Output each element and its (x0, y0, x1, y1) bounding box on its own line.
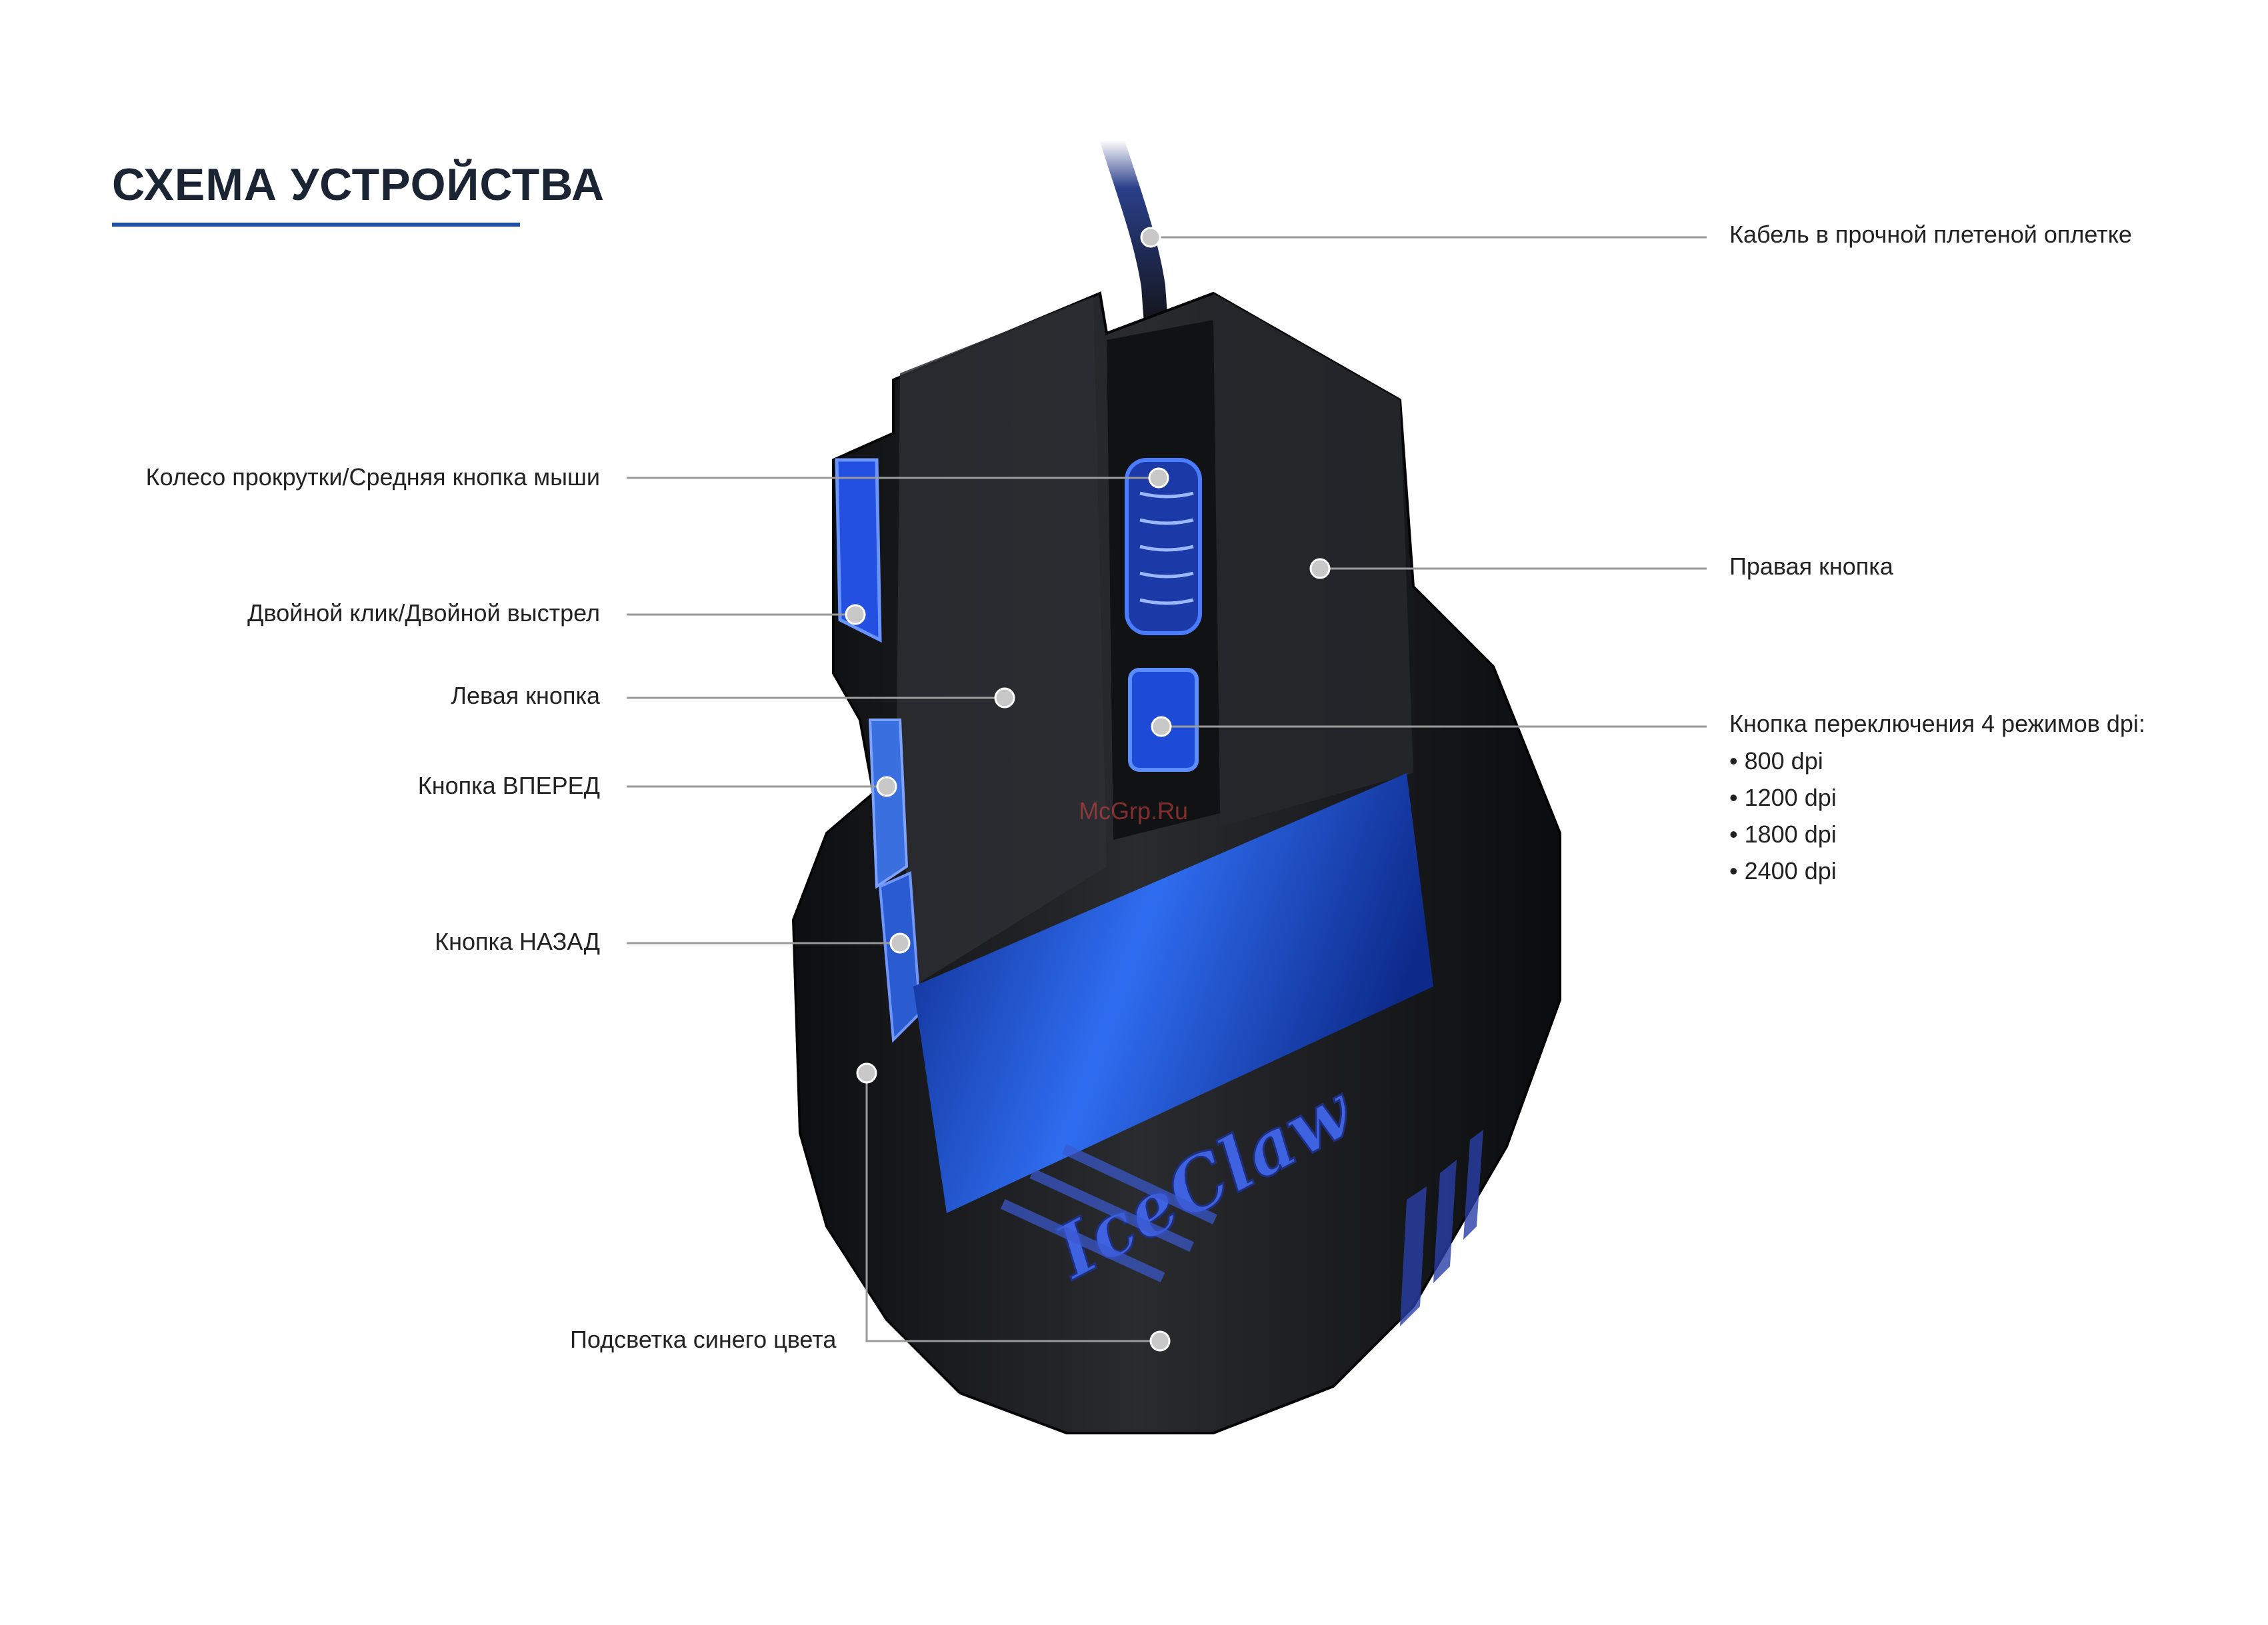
dot-double (846, 605, 865, 624)
dpi-mode-item: 1200 dpi (1729, 779, 1837, 816)
dpi-mode-item: 800 dpi (1729, 743, 1837, 779)
left-button-shape (897, 297, 1107, 986)
label-cable: Кабель в прочной плетеной оплетке (1729, 220, 2132, 249)
dpi-mode-item: 1800 dpi (1729, 816, 1837, 852)
dot-left (995, 689, 1014, 707)
dot-back (891, 934, 909, 952)
label-forward-button: Кнопка ВПЕРЕД (418, 771, 600, 801)
label-double-click: Двойной клик/Двойной выстрел (247, 599, 600, 628)
dpi-mode-list: 800 dpi 1200 dpi 1800 dpi 2400 dpi (1729, 743, 1837, 889)
dpi-mode-item: 2400 dpi (1729, 852, 1837, 889)
dot-side-light (857, 1064, 876, 1082)
label-dpi-button: Кнопка переключения 4 режимов dpi: (1729, 709, 2145, 739)
dot-dpi (1152, 717, 1171, 736)
label-right-button: Правая кнопка (1729, 552, 1893, 581)
label-back-button: Кнопка НАЗАД (435, 927, 600, 956)
right-button-shape (1213, 293, 1413, 826)
side-forward-shape (870, 720, 907, 886)
watermark: McGrp.Ru (1079, 797, 1188, 825)
dot-right (1311, 559, 1329, 578)
label-backlight: Подсветка синего цвета (570, 1325, 836, 1354)
dot-scroll (1149, 469, 1168, 487)
label-scroll-wheel: Колесо прокрутки/Средняя кнопка мыши (146, 463, 600, 492)
dot-cable (1141, 228, 1160, 247)
dot-backlight (1151, 1332, 1169, 1350)
dot-forward (877, 777, 896, 796)
label-left-button: Левая кнопка (451, 681, 600, 711)
